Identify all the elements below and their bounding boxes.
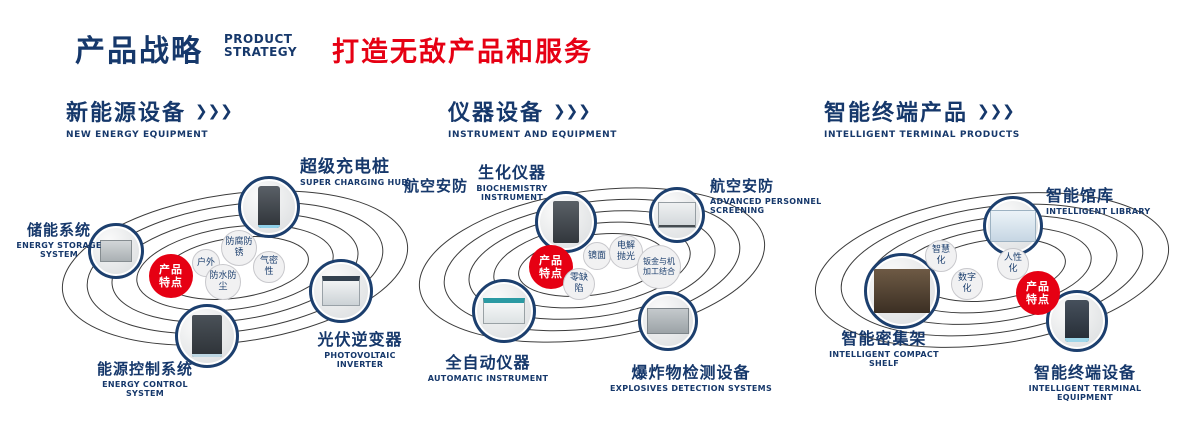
feature-bubble-airtight: 气密性 — [253, 251, 285, 283]
feature-bubble-sheetmetal-machining: 钣金与机加工结合 — [637, 245, 681, 289]
product-name: 全自动仪器 — [445, 353, 531, 372]
product-features-badge-new-energy: 产品 特点 — [149, 254, 193, 298]
orbit-rings-instruments — [418, 187, 766, 343]
product-name: 智能馆库 — [1046, 186, 1115, 205]
energy-storage-photo-icon — [100, 240, 132, 262]
product-features-badge-intelligent-terminals: 产品 特点 — [1016, 271, 1060, 315]
intelligent-library-photo-icon — [990, 210, 1036, 242]
section-title-instruments: 仪器设备 — [448, 101, 545, 126]
automatic-instrument-photo-icon — [483, 298, 525, 324]
product-circle-photovoltaic-inverter — [309, 259, 373, 323]
product-label-intelligent-library: 智能馆库 INTELLIGENT LIBRARY — [1046, 182, 1158, 216]
product-label-biochemistry-instrument: 生化仪器 BIOCHEMISTRY INSTRUMENT — [460, 159, 564, 202]
section-subtitle-new-energy: NEW ENERGY EQUIPMENT — [66, 130, 209, 140]
product-name: 生化仪器 — [477, 163, 546, 182]
feature-bubble-mirror-finish: 镜面 — [583, 242, 611, 270]
section-title-new-energy: 新能源设备 — [66, 101, 187, 126]
product-label-terminal-equipment: 智能终端设备 INTELLIGENT TERMINAL EQUIPMENT — [1000, 359, 1170, 402]
product-name-en: ENERGY STORAGE SYSTEM — [16, 241, 102, 259]
feature-bubble-smart: 智慧化 — [925, 240, 957, 272]
product-circle-energy-storage — [88, 223, 144, 279]
energy-control-photo-icon — [192, 315, 222, 357]
section-head-intelligent-terminals: 智能终端产品 ❯❯❯ INTELLIGENT TERMINAL PRODUCTS — [824, 95, 1020, 140]
product-name-en: SUPER CHARGING HUB — [300, 178, 408, 187]
terminal-kiosk-photo-icon — [1065, 300, 1089, 342]
badge-line1: 产品 — [1026, 279, 1050, 293]
feature-bubble-zero-defect: 零缺陷 — [563, 268, 595, 300]
product-label-compact-shelf: 智能密集架 INTELLIGENT COMPACT SHELF — [818, 325, 950, 368]
section-head-instruments: 仪器设备 ❯❯❯ INSTRUMENT AND EQUIPMENT — [448, 95, 617, 140]
explosives-detection-photo-icon — [647, 308, 689, 334]
chevron-right-icon: ❯❯❯ — [977, 102, 1015, 120]
product-circle-super-charging-hub — [238, 176, 300, 238]
section-subtitle-instruments: INSTRUMENT AND EQUIPMENT — [448, 130, 617, 140]
product-circle-biochemistry-instrument — [535, 191, 597, 253]
badge-line2: 特点 — [1026, 293, 1050, 306]
product-name-en: AUTOMATIC INSTRUMENT — [427, 374, 549, 383]
product-name: 储能系统 — [26, 221, 91, 239]
page-slogan: 打造无敌产品和服务 — [332, 37, 593, 68]
product-name: 智能密集架 — [841, 329, 927, 348]
product-name-en: INTELLIGENT LIBRARY — [1046, 207, 1151, 216]
page-subtitle-line2: STRATEGY — [224, 45, 298, 60]
product-name: 爆炸物检测设备 — [631, 363, 751, 382]
badge-line2: 特点 — [539, 267, 563, 280]
product-label-energy-control: 能源控制系统 ENERGY CONTROL SYSTEM — [82, 358, 208, 398]
product-circle-intelligent-library — [983, 196, 1043, 256]
orbit-rings-new-energy — [61, 190, 409, 346]
page-subtitle: PRODUCT STRATEGY — [224, 32, 298, 60]
product-name: 超级充电桩 — [300, 157, 390, 177]
section-head-new-energy: 新能源设备 ❯❯❯ NEW ENERGY EQUIPMENT — [66, 95, 233, 140]
product-name: 智能终端设备 — [1033, 363, 1136, 382]
compact-shelf-photo-icon — [874, 269, 930, 313]
product-name-en: ADVANCED PERSONNEL SCREENING — [710, 197, 822, 215]
chevron-right-icon: ❯❯❯ — [195, 102, 233, 120]
page-subtitle-line1: PRODUCT — [224, 32, 293, 46]
product-label-personnel-screening: 航空安防 ADVANCED PERSONNEL SCREENING — [710, 175, 822, 215]
product-name-en: INTELLIGENT COMPACT SHELF — [829, 350, 939, 368]
product-name: 光伏逆变器 — [317, 330, 403, 349]
charging-pile-photo-icon — [258, 186, 280, 228]
feature-bubble-waterproof: 防水防尘 — [205, 264, 241, 300]
product-label-explosives-detection: 爆炸物检测设备 EXPLOSIVES DETECTION SYSTEMS — [606, 359, 776, 393]
badge-line1: 产品 — [539, 253, 563, 267]
product-name-en: PHOTOVOLTAIC INVERTER — [324, 351, 396, 369]
product-label-super-charging-hub: 超级充电桩 SUPER CHARGING HUB — [300, 152, 430, 187]
badge-line2: 特点 — [159, 276, 183, 289]
section-subtitle-intelligent-terminals: INTELLIGENT TERMINAL PRODUCTS — [824, 130, 1020, 140]
product-circle-energy-control — [175, 304, 239, 368]
product-name: 能源控制系统 — [96, 360, 193, 378]
product-label-photovoltaic-inverter: 光伏逆变器 PHOTOVOLTAIC INVERTER — [300, 326, 420, 369]
product-circle-automatic-instrument — [472, 279, 536, 343]
page-title: 产品战略 — [75, 34, 203, 69]
product-name-en: INTELLIGENT TERMINAL EQUIPMENT — [1028, 384, 1142, 402]
feature-bubble-humanized: 人性化 — [997, 248, 1029, 280]
biochemistry-instrument-photo-icon — [553, 201, 579, 243]
feature-bubble-outdoor: 户外 — [192, 249, 220, 277]
product-name-en: EXPLOSIVES DETECTION SYSTEMS — [609, 384, 773, 393]
product-name: 航空安防 — [404, 177, 469, 195]
product-label-aviation-security: 航空安防 — [404, 175, 476, 196]
product-circle-explosives-detection — [638, 291, 698, 351]
pv-inverter-photo-icon — [322, 276, 360, 306]
product-label-automatic-instrument: 全自动仪器 AUTOMATIC INSTRUMENT — [426, 349, 550, 383]
product-label-energy-storage: 储能系统 ENERGY STORAGE SYSTEM — [14, 219, 104, 259]
product-circle-personnel-screening — [649, 187, 705, 243]
product-name-en: ENERGY CONTROL SYSTEM — [102, 380, 188, 398]
section-title-intelligent-terminals: 智能终端产品 — [824, 101, 969, 126]
personnel-screening-photo-icon — [658, 202, 696, 228]
product-name-en: BIOCHEMISTRY INSTRUMENT — [476, 184, 548, 202]
feature-bubble-digital: 数字化 — [951, 268, 983, 300]
product-name: 航空安防 — [710, 177, 775, 195]
chevron-right-icon: ❯❯❯ — [553, 102, 591, 120]
feature-bubble-anticorrosion: 防腐防锈 — [221, 230, 257, 266]
badge-line1: 产品 — [159, 262, 183, 276]
